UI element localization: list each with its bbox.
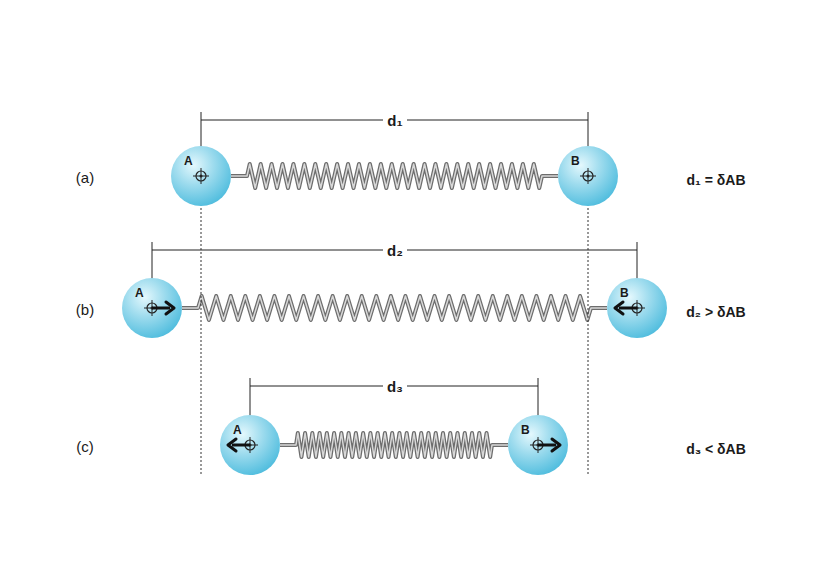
spring-highlight — [280, 433, 508, 457]
dimension-label: d₁ — [383, 113, 406, 128]
force-arrow — [232, 444, 250, 447]
crosshair — [580, 176, 596, 177]
atom-label: B — [571, 155, 580, 167]
atom-sphere: B — [558, 146, 618, 206]
atom-sphere: B — [508, 415, 568, 475]
atom-label: B — [620, 287, 629, 299]
spring-highlight — [231, 164, 558, 188]
atom-sphere: A — [220, 415, 280, 475]
relation-label: d₂ > δAB — [686, 305, 745, 319]
spring-coil — [280, 433, 508, 457]
atom-label: A — [233, 424, 242, 436]
crosshair — [588, 168, 589, 184]
reference-line — [201, 192, 202, 474]
force-arrow — [538, 444, 556, 447]
center-marker — [558, 146, 618, 206]
panel-label: (b) — [76, 302, 94, 317]
force-arrow — [615, 302, 623, 314]
atom-sphere: A — [122, 278, 182, 338]
dimension-label: d₃ — [383, 379, 407, 394]
force-arrow — [152, 307, 170, 310]
spring — [231, 164, 558, 188]
atom-label: A — [135, 287, 144, 299]
crosshair — [201, 168, 202, 184]
crosshair — [193, 176, 209, 177]
center-marker — [508, 415, 568, 475]
center-marker — [220, 415, 280, 475]
spring — [182, 296, 607, 320]
atom-sphere: B — [607, 278, 667, 338]
spring-coil — [182, 296, 607, 320]
center-marker — [171, 146, 231, 206]
crosshair — [587, 175, 590, 178]
atom-label: B — [521, 424, 530, 436]
atom-sphere: A — [171, 146, 231, 206]
center-marker — [607, 278, 667, 338]
relation-label: d₃ < δAB — [686, 442, 746, 456]
panel-label: (c) — [76, 439, 94, 454]
force-arrow — [166, 302, 174, 314]
crosshair — [200, 175, 203, 178]
spring-highlight — [182, 296, 607, 320]
force-arrow — [228, 439, 236, 451]
atom-label: A — [184, 155, 193, 167]
dimension-label: d₂ — [383, 243, 407, 258]
center-marker — [122, 278, 182, 338]
force-arrow — [619, 307, 637, 310]
spring — [280, 433, 508, 457]
relation-label: d₁ = δAB — [686, 173, 745, 187]
reference-line — [588, 192, 589, 474]
spring-coil — [231, 164, 558, 188]
panel-label: (a) — [76, 170, 94, 185]
force-arrow — [552, 439, 560, 451]
